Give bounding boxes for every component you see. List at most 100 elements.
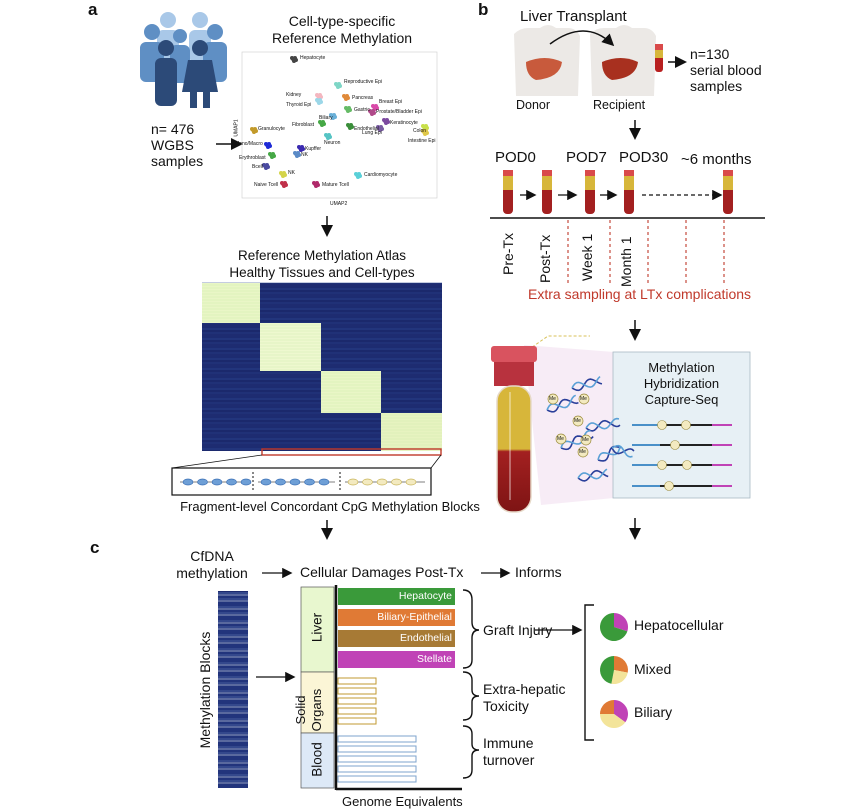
umap-point	[337, 82, 341, 86]
methylation-blocks-label: Methylation Blocks	[197, 631, 213, 749]
cpg-site	[260, 478, 272, 486]
umap-point	[379, 125, 383, 129]
umap-cluster-label: Breast Epi	[379, 99, 403, 105]
pie-slice	[614, 656, 628, 673]
umap-cluster-label: Granulocyte	[258, 126, 285, 132]
umap-cluster-label: Biliary	[319, 115, 333, 121]
cpg-site	[211, 478, 223, 486]
umap-cluster-label: Mono/Macro	[235, 141, 263, 147]
umap-point	[347, 106, 351, 110]
dna-helix	[577, 468, 609, 482]
blood-tube-icon	[624, 170, 634, 214]
umap-point	[321, 120, 325, 124]
cpg-site	[318, 478, 330, 486]
umap-cluster-label: Erythroblast	[239, 155, 266, 161]
me-marker	[657, 460, 667, 470]
umap-point	[282, 171, 286, 175]
me-marker	[657, 420, 667, 430]
blood-tube-icon	[503, 170, 513, 214]
methylation-atlas-heatmap	[202, 282, 442, 456]
liver-transplant-title: Liver Transplant	[520, 8, 627, 25]
recipient-label: Recipient	[593, 98, 646, 112]
umap-point	[424, 129, 428, 133]
panel-c-letter: c	[90, 538, 100, 557]
umap-point	[300, 145, 304, 149]
dna-helix	[546, 394, 579, 413]
umap-point	[374, 104, 378, 108]
me-marker	[681, 420, 691, 430]
umap-cluster-label: Naive Tcell	[254, 182, 279, 188]
me-marker	[580, 434, 592, 446]
damage-bar	[338, 609, 455, 626]
dna-helix	[571, 376, 603, 392]
me-marker	[578, 393, 590, 405]
cpg-site	[405, 478, 417, 486]
damage-bar	[338, 588, 455, 605]
bar-label-hepatocyte: Hepatocyte	[398, 590, 452, 602]
umap-point	[345, 94, 349, 98]
group-blood-box	[300, 732, 335, 789]
umap-point	[332, 113, 336, 117]
outcome-biliary: Biliary	[634, 704, 673, 720]
umap-point	[371, 109, 375, 113]
cpg-site	[226, 478, 237, 486]
umap-cluster-label: Bcell	[252, 164, 263, 170]
umap-point	[424, 124, 428, 128]
umap-cluster-label: Kidney	[286, 92, 302, 98]
me-label: Me	[580, 396, 587, 402]
me-marker	[670, 440, 680, 450]
me-marker	[547, 393, 559, 405]
umap-cluster-label: Cardiomyocyte	[364, 172, 398, 178]
cpg-site	[182, 478, 194, 486]
umap-cluster-label: Hepatocyte	[300, 55, 326, 61]
timepoint-pod30: POD30	[619, 149, 669, 166]
me-marker	[664, 481, 674, 491]
cpg-fragments	[180, 478, 425, 486]
panel-a-letter: a	[88, 0, 98, 19]
axis-label-week-1: Week 1	[579, 233, 595, 281]
pie-slice	[600, 700, 614, 714]
group-liver-box	[300, 586, 335, 673]
umap-point	[318, 93, 322, 97]
umap-cluster-label: Reproductive Epi	[344, 79, 383, 85]
umap-x-label: UMAP2	[330, 201, 348, 207]
umap-point	[327, 133, 331, 137]
umap-cluster-label: NK	[288, 170, 295, 176]
outcome-hepatocellular: Hepatocellular	[634, 617, 724, 633]
cpg-blocks-box	[171, 467, 432, 496]
arrow-donor-recipient	[549, 30, 615, 47]
axis-label-post-tx: Post-Tx	[537, 234, 553, 283]
pie-slice	[614, 700, 628, 723]
torso-donor-icon	[514, 25, 580, 96]
me-label: Me	[574, 418, 581, 424]
damage-bar	[338, 651, 455, 668]
me-label: Me	[549, 396, 556, 402]
umap-point	[296, 151, 300, 155]
dna-helix	[611, 444, 635, 458]
umap-cluster-label: Pancreas	[352, 95, 374, 101]
graft-injury-label: Graft Injury	[483, 622, 553, 638]
pie-slice	[599, 656, 614, 684]
pie-slice	[600, 613, 628, 641]
umap-point	[357, 172, 361, 176]
genome-equivalents-label: Genome Equivalents	[342, 794, 463, 809]
extra-sampling-label: Extra sampling at LTx complications	[528, 286, 752, 302]
timepoint-pod0: POD0	[495, 149, 536, 166]
large-blood-tube	[491, 335, 614, 513]
timepoint-6-months: ~6 months	[681, 151, 752, 168]
umap-cluster-label: NK	[301, 152, 308, 158]
umap-cluster-label: Endothelial	[354, 126, 379, 132]
umap-point	[253, 127, 257, 131]
umap-point	[318, 98, 322, 102]
donor-label: Donor	[516, 98, 551, 112]
me-marker	[555, 433, 567, 445]
umap-point	[315, 181, 319, 185]
me-label: Me	[557, 436, 564, 442]
bar-label-stellate: Stellate	[416, 653, 452, 665]
umap-cluster-label: Lung Epi	[362, 130, 382, 136]
